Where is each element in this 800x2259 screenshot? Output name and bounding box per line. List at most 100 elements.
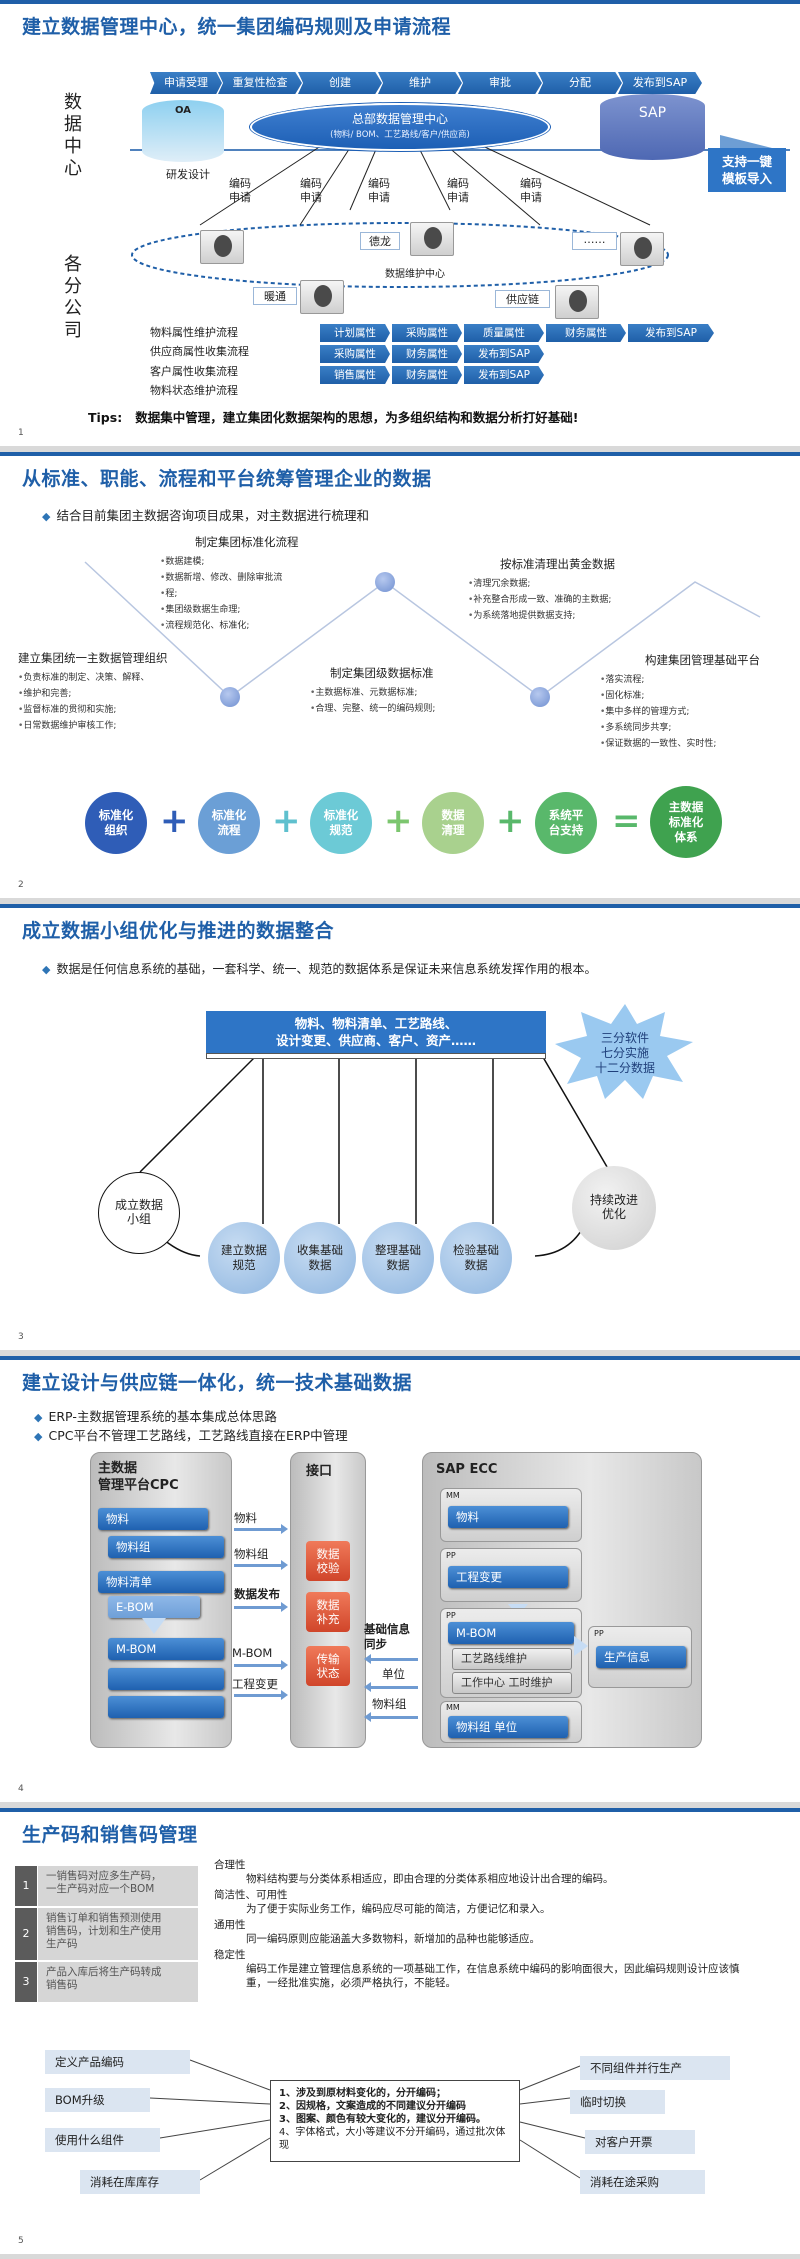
code-request-label: 编码 申请: [229, 177, 251, 204]
flow-label: M-BOM: [232, 1646, 273, 1660]
cpc-empty[interactable]: [108, 1696, 224, 1718]
list-item: 合理、完整、统一的编码规则;: [310, 701, 435, 717]
bulk-import-badge: 支持一键 模板导入: [708, 148, 786, 192]
sap-routing[interactable]: 工艺路线维护: [452, 1648, 572, 1670]
sap-material[interactable]: 物料: [448, 1506, 568, 1528]
plus-sign: +: [384, 801, 413, 841]
result-circle: 主数据 标准化 体系: [650, 786, 722, 858]
plus-sign: +: [160, 801, 189, 841]
cpc-ebom[interactable]: E-BOM: [108, 1596, 200, 1618]
slide-number: 1: [18, 428, 24, 438]
principle-head: 稳定性: [214, 1949, 246, 1961]
cpc-mbom[interactable]: M-BOM: [108, 1638, 224, 1660]
list-item: 数据建模;: [160, 554, 282, 570]
right-scenario: 不同组件并行生产: [580, 2056, 730, 2080]
block-list: 落实流程; 固化标准; 集中多样的管理方式; 多系统同步共享; 保证数据的一致性…: [600, 672, 716, 752]
flow-label: 供应商属性收集流程: [150, 345, 249, 358]
cpc-material-group[interactable]: 物料组: [108, 1536, 224, 1558]
branch-gongyinglian: 供应链: [495, 290, 550, 308]
flow-label: 物料: [234, 1511, 257, 1525]
hq-title: 总部数据管理中心: [351, 112, 448, 126]
attr-box: 质量属性: [464, 324, 544, 342]
hq-subtitle: (物料/ BOM、工艺路线/客户/供应商): [330, 130, 470, 140]
attr-box: 财务属性: [546, 324, 626, 342]
slide-number: 3: [18, 1332, 24, 1342]
chevron-step: 申请受理: [150, 72, 222, 94]
code-request-label: 编码 申请: [447, 177, 469, 204]
equals-sign: =: [612, 801, 641, 841]
sap-production[interactable]: 生产信息: [596, 1646, 686, 1668]
block-heading: 按标准清理出黄金数据: [500, 557, 615, 571]
flow-arrow: [234, 1524, 288, 1534]
flow-arrow: [370, 1686, 418, 1689]
center-rule: 4、字体格式，大小等建议不分开编码，通过批次体现: [279, 2127, 506, 2151]
plus-sign: +: [496, 801, 525, 841]
rule-text: 一销售码对应多生产码， 一生产码对应一个BOM: [38, 1866, 198, 1906]
attr-box: 财务属性: [392, 345, 462, 363]
interface-validate[interactable]: 数据 校验: [306, 1541, 350, 1581]
list-item: 流程规范化、标准化;: [160, 618, 282, 634]
step-circle: 建立数据 规范: [208, 1222, 280, 1294]
interface-supplement[interactable]: 数据 补充: [306, 1592, 350, 1632]
star-text: 三分软件 七分实施 十二分数据: [594, 1031, 655, 1075]
list-item: 负责标准的制定、决策、解释、: [18, 670, 149, 686]
sap-material-group-unit[interactable]: 物料组 单位: [448, 1716, 568, 1738]
sap-label: SAP: [638, 105, 667, 121]
pillar-circle: 标准化 组织: [85, 792, 147, 854]
branch-delong: 德龙: [360, 232, 400, 250]
attr-box: 采购属性: [320, 345, 390, 363]
list-item: 主数据标准、元数据标准;: [310, 685, 435, 701]
bullet-text: 结合目前集团主数据咨询项目成果，对主数据进行梳理和: [42, 505, 369, 524]
step-circle: 收集基础 数据: [284, 1222, 356, 1294]
center-rules-box: 1、涉及到原材料变化的，分开编码； 2、因规格，文案造成的不同建议分开编码 3、…: [270, 2080, 520, 2162]
slide-number: 2: [18, 880, 24, 890]
module-tag: PP: [446, 1611, 456, 1620]
zigzag-line: [84, 561, 761, 698]
star-burst: [555, 1004, 693, 1099]
tips-label: Tips:: [88, 410, 123, 425]
sap-workcenter[interactable]: 工作中心 工时维护: [452, 1672, 572, 1694]
cpc-empty[interactable]: [108, 1668, 224, 1690]
tips-text: 数据集中管理，建立集团化数据架构的思想，为多组织结构和数据分析打好基础!: [135, 410, 579, 425]
list-item: 为系统落地提供数据支持;: [468, 608, 611, 624]
flow-arrow: [234, 1602, 288, 1612]
chevron-step: 发布到SAP: [618, 72, 702, 94]
list-item: 多系统同步共享;: [600, 720, 716, 736]
slide-number: 4: [18, 1784, 24, 1794]
pillar-circle: 标准化 规范: [310, 792, 372, 854]
slide-3: 成立数据小组优化与推进的数据整合 数据是任何信息系统的基础，一套科学、统一、规范…: [0, 904, 800, 1350]
principle-body: 同一编码原则应能涵盖大多数物料，新增加的品种也能够适应。: [246, 1933, 540, 1945]
rule-number: 3: [15, 1962, 37, 2002]
branch-nuantong: 暖通: [253, 287, 297, 305]
list-item: 集中多样的管理方式;: [600, 704, 716, 720]
flow-label: 数据发布: [234, 1587, 280, 1601]
milestone-dot: [530, 687, 550, 707]
sap-mbom[interactable]: M-BOM: [448, 1622, 574, 1644]
bullet-text: ERP-主数据管理系统的基本集成总体思路: [34, 1406, 276, 1425]
sap-eng-change[interactable]: 工程变更: [448, 1566, 568, 1588]
code-request-label: 编码 申请: [300, 177, 322, 204]
step-circle: 检验基础 数据: [440, 1222, 512, 1294]
cpc-material[interactable]: 物料: [98, 1508, 208, 1530]
bullet-text: 数据是任何信息系统的基础，一套科学、统一、规范的数据体系是保证未来信息系统发挥作…: [42, 960, 596, 977]
flow-label: 物料组: [372, 1697, 407, 1711]
left-scenario: 使用什么组件: [45, 2128, 160, 2152]
flow-arrow: [234, 1660, 288, 1670]
center-rule: 1、涉及到原材料变化的，分开编码；: [279, 2088, 446, 2099]
interface-status[interactable]: 传输 状态: [306, 1646, 350, 1686]
pillar-circle: 数据 清理: [422, 792, 484, 854]
module-tag: PP: [594, 1629, 604, 1638]
step-circle: 整理基础 数据: [362, 1222, 434, 1294]
cpc-bom[interactable]: 物料清单: [98, 1571, 224, 1593]
branch-photo: [555, 285, 599, 319]
oa-cylinder: [142, 100, 224, 162]
center-rule: 2、因规格，文案造成的不同建议分开编码: [279, 2101, 466, 2112]
milestone-dot: [220, 687, 240, 707]
maintain-center-label: 数据维护中心: [385, 269, 445, 280]
cpc-title: 主数据 管理平台CPC: [98, 1461, 179, 1493]
interface-panel: [290, 1452, 366, 1748]
module-tag: PP: [446, 1551, 456, 1560]
rule-text: 产品入库后将生产码转成 销售码: [38, 1962, 198, 2002]
rule-number: 2: [15, 1908, 37, 1960]
sap-cylinder: [600, 94, 705, 160]
